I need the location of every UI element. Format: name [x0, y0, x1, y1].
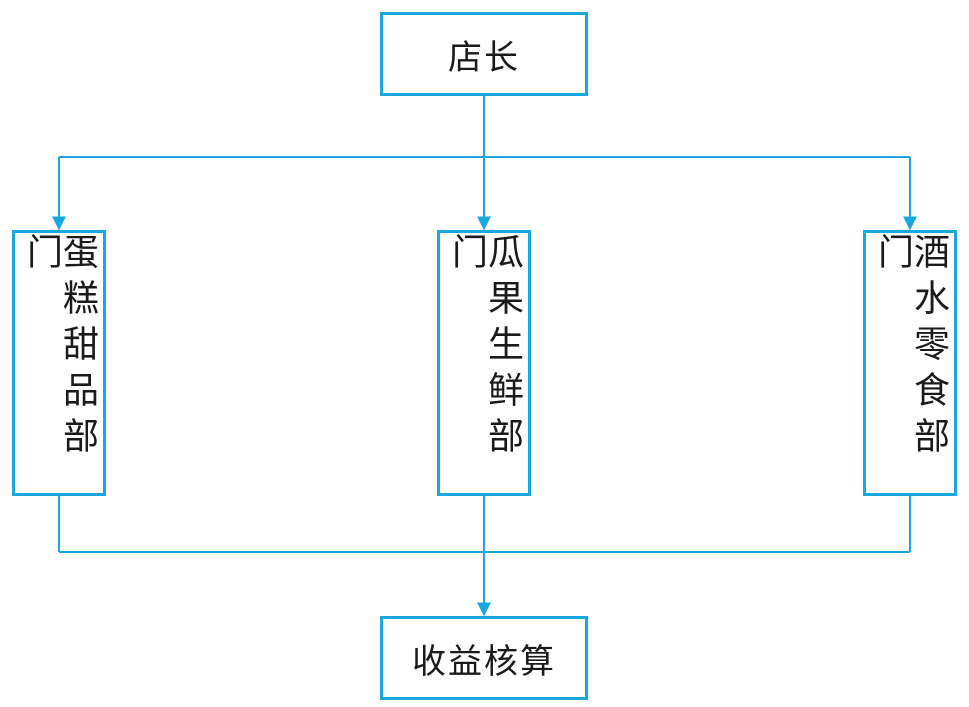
node-store-manager: 店长: [380, 12, 588, 96]
node-drinks-snacks-dept-label: 酒水零食部门: [872, 233, 949, 463]
node-store-manager-label: 店长: [448, 37, 520, 78]
node-cake-dessert-dept: 蛋糕甜品部门: [12, 230, 106, 496]
node-revenue-accounting: 收益核算: [380, 616, 588, 700]
connectors-top-to-departments: [52, 96, 917, 231]
node-fruit-fresh-dept-label: 瓜果生鲜部门: [446, 233, 523, 463]
node-fruit-fresh-dept: 瓜果生鲜部门: [437, 230, 531, 496]
node-revenue-accounting-label: 收益核算: [412, 641, 556, 682]
node-drinks-snacks-dept: 酒水零食部门: [863, 230, 957, 496]
connectors-departments-to-bottom: [58, 496, 911, 617]
node-cake-dessert-dept-label: 蛋糕甜品部门: [21, 233, 98, 463]
